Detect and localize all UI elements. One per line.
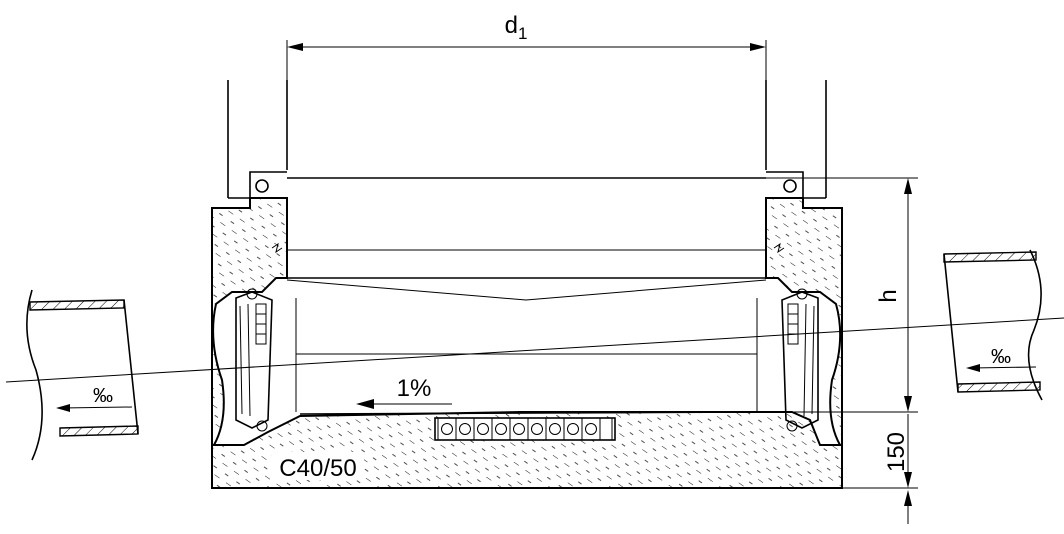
right-pipe: ‰: [943, 249, 1043, 401]
left-pipe-slope-label: ‰: [93, 385, 113, 407]
chamber-interior: [286, 177, 767, 415]
height-dimension: h: [766, 177, 918, 413]
right-wall-section: [765, 197, 843, 446]
diameter-label: d1: [505, 12, 528, 43]
slope-arrow: 1%: [356, 375, 452, 409]
right-pipe-connector: [781, 288, 819, 432]
base-slab: [211, 411, 843, 489]
seal-rings: [255, 179, 797, 254]
diameter-dimension: d1: [286, 12, 767, 80]
upper-riser: [227, 80, 827, 199]
left-pipe-connector: [235, 288, 273, 432]
right-pipe-slope-label: ‰: [991, 346, 1011, 368]
left-wall-section: [211, 197, 288, 446]
slope-label: 1%: [397, 375, 432, 402]
base-thickness-label: 150: [883, 432, 910, 472]
base-thickness-dimension: 150: [842, 414, 918, 524]
foot-steps: [434, 417, 616, 441]
concrete-grade-label: C40/50: [279, 455, 356, 482]
height-label: h: [875, 289, 902, 302]
left-pipe: ‰: [26, 289, 139, 461]
pipe-axis-line: [5, 317, 1064, 383]
